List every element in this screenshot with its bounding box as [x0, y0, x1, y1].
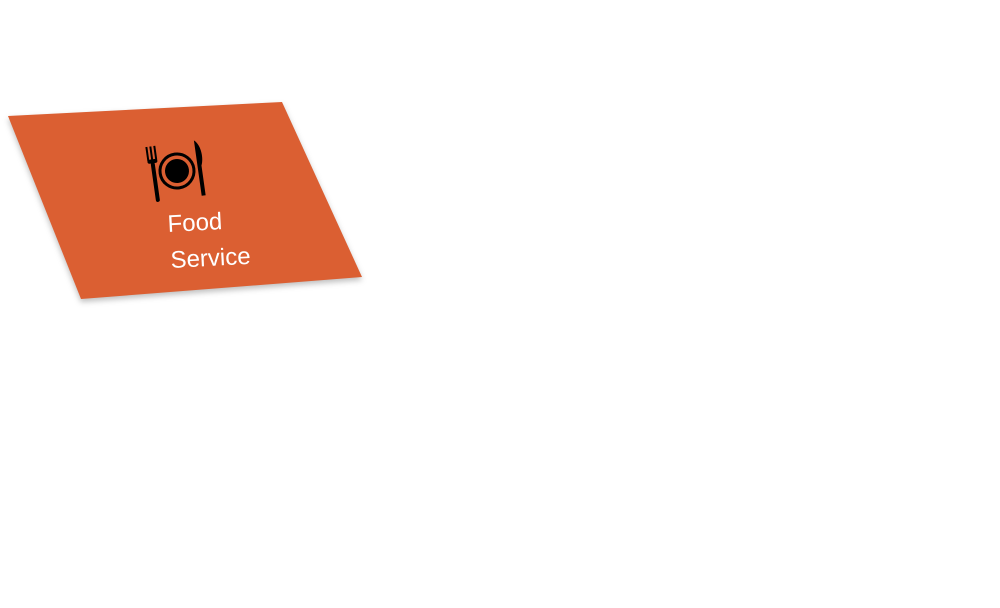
- tile-label-line2: Service: [169, 242, 252, 274]
- tile-label-line1: Food: [166, 208, 223, 238]
- plate-fork-knife-icon: [145, 139, 209, 203]
